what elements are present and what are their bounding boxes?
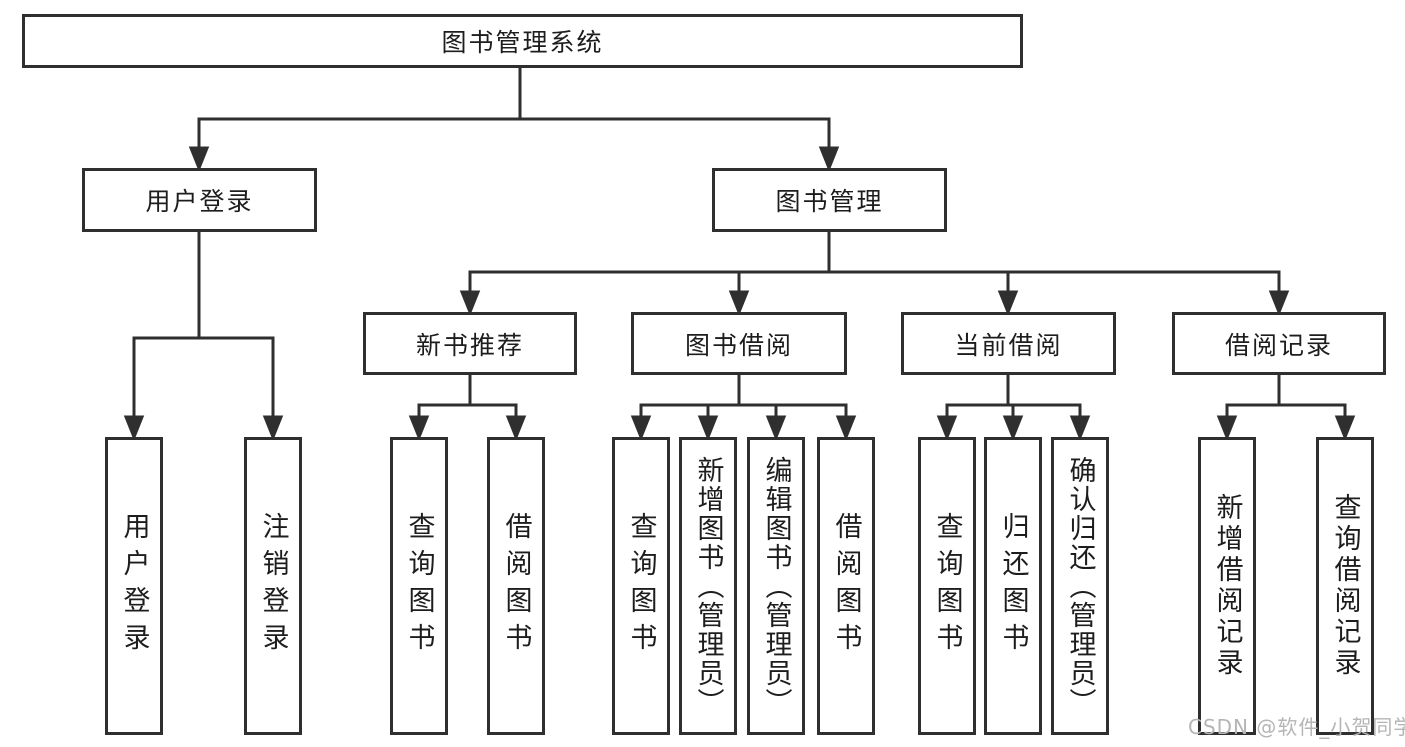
arrow-down-icon (818, 146, 840, 173)
node-library-system-root: 图书管理系统 (22, 14, 1023, 68)
leaf-label: 注销登录 (257, 512, 289, 660)
node-label: 图书管理系统 (441, 28, 604, 57)
leaf-label: 借阅图书 (830, 512, 862, 660)
node-new-book-recommendation: 新书推荐 (363, 312, 577, 375)
arrow-down-icon (630, 415, 652, 442)
node-label: 用户登录 (145, 187, 254, 216)
arrow-down-icon (835, 415, 857, 442)
leaf-logout: 注销登录 (244, 437, 302, 735)
node-label: 借阅记录 (1224, 330, 1333, 360)
node-current-borrowing: 当前借阅 (901, 312, 1116, 375)
arrow-down-icon (1334, 415, 1356, 442)
leaf-query-books: 查询图书 (612, 437, 670, 735)
leaf-edit-books-admin: 编辑图书（管理员） (747, 437, 805, 735)
leaf-borrow-books: 借阅图书 (487, 437, 545, 735)
leaf-label: 查询图书 (625, 512, 657, 660)
node-user-login: 用户登录 (82, 168, 317, 232)
leaf-label: 新增借阅记录 (1211, 493, 1243, 679)
leaf-add-books-admin: 新增图书（管理员） (679, 437, 737, 735)
node-label: 图书借阅 (684, 330, 793, 360)
leaf-label: 查询图书 (931, 512, 963, 660)
arrow-down-icon (408, 415, 430, 442)
arrow-down-icon (997, 290, 1019, 317)
arrow-down-icon (188, 146, 210, 173)
arrow-down-icon (1002, 415, 1024, 442)
node-book-borrowing: 图书借阅 (631, 312, 847, 375)
node-label: 新书推荐 (415, 330, 524, 360)
arrow-down-icon (1268, 290, 1290, 317)
leaf-label: 归还图书 (997, 512, 1029, 660)
arrow-down-icon (1216, 415, 1238, 442)
leaf-return-books: 归还图书 (984, 437, 1042, 735)
node-borrowing-records: 借阅记录 (1172, 312, 1386, 375)
csdn-watermark: CSDN @软件_小贺同学 (1188, 715, 1405, 739)
arrow-down-icon (765, 415, 787, 442)
leaf-query-borrow-record: 查询借阅记录 (1316, 437, 1374, 735)
arrow-down-icon (1069, 415, 1091, 442)
leaf-add-borrow-record: 新增借阅记录 (1198, 437, 1256, 735)
leaf-label: 确认归还（管理员） (1064, 455, 1096, 717)
node-label: 当前借阅 (954, 330, 1063, 360)
leaf-confirm-return-admin: 确认归还（管理员） (1051, 437, 1109, 735)
leaf-user-login: 用户登录 (105, 437, 163, 735)
leaf-borrow-books: 借阅图书 (817, 437, 875, 735)
arrow-down-icon (728, 290, 750, 317)
arrow-down-icon (505, 415, 527, 442)
node-label: 图书管理 (775, 187, 884, 216)
leaf-label: 借阅图书 (500, 512, 532, 660)
leaf-query-books: 查询图书 (390, 437, 448, 735)
leaf-query-books: 查询图书 (918, 437, 976, 735)
arrow-down-icon (123, 415, 145, 442)
arrow-down-icon (459, 290, 481, 317)
arrow-down-icon (262, 415, 284, 442)
leaf-label: 编辑图书（管理员） (760, 455, 792, 717)
leaf-label: 用户登录 (118, 512, 150, 660)
arrow-down-icon (936, 415, 958, 442)
leaf-label: 新增图书（管理员） (692, 455, 724, 717)
node-book-management: 图书管理 (712, 168, 947, 232)
leaf-label: 查询图书 (403, 512, 435, 660)
leaf-label: 查询借阅记录 (1329, 493, 1361, 679)
arrow-down-icon (697, 415, 719, 442)
